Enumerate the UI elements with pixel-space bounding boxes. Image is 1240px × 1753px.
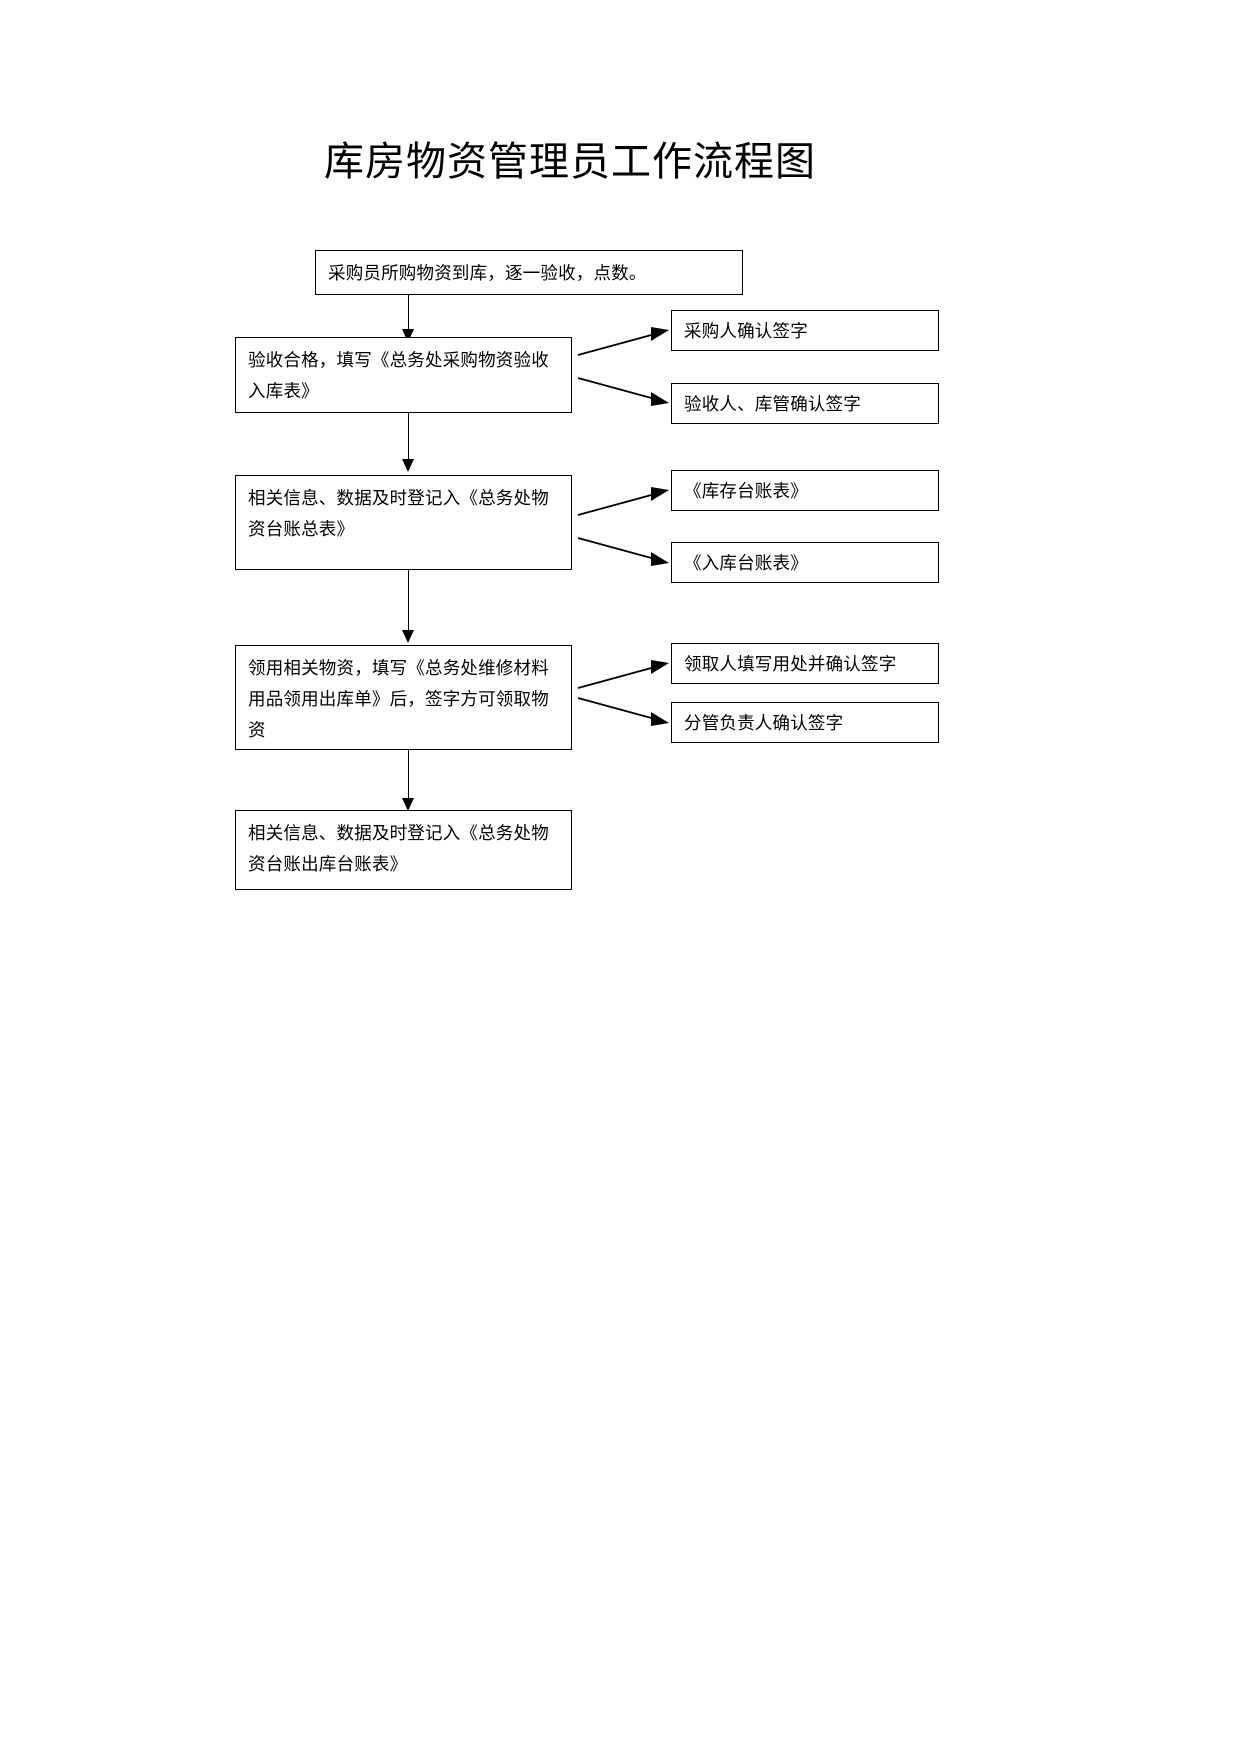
flow-step-4-label: 领用相关物资，填写《总务处维修材料用品领用出库单》后，签字方可领取物资	[248, 658, 549, 740]
page-title: 库房物资管理员工作流程图	[324, 139, 816, 184]
side-note-5-label: 领取人填写用处并确认签字	[684, 653, 897, 674]
flow-step-3-box: 相关信息、数据及时登记入《总务处物资台账总表》	[235, 475, 572, 570]
connector-step3-step4-arrowhead	[401, 630, 414, 643]
connector-step4-note6-arrow	[575, 690, 675, 750]
side-note-6-label: 分管负责人确认签字	[684, 712, 844, 733]
connector-step2-step3-line	[408, 413, 409, 459]
flow-step-2-label: 验收合格，填写《总务处采购物资验收入库表》	[248, 350, 549, 401]
side-note-1-box: 采购人确认签字	[671, 310, 939, 351]
connector-step4-step5-line	[408, 750, 409, 798]
connector-step4-note5-arrow	[575, 633, 675, 693]
side-note-6-box: 分管负责人确认签字	[671, 702, 939, 743]
connector-step2-note1-arrow	[575, 300, 675, 360]
flow-step-5-label: 相关信息、数据及时登记入《总务处物资台账出库台账表》	[248, 823, 549, 874]
flow-step-3-label: 相关信息、数据及时登记入《总务处物资台账总表》	[248, 488, 549, 539]
connector-step4-step5-arrowhead	[401, 798, 414, 811]
side-note-1-label: 采购人确认签字	[684, 320, 808, 341]
side-note-4-box: 《入库台账表》	[671, 542, 939, 583]
connector-step3-note3-arrow	[575, 460, 675, 520]
flow-step-1-label: 采购员所购物资到库，逐一验收，点数。	[328, 262, 647, 283]
side-note-5-box: 领取人填写用处并确认签字	[671, 643, 939, 684]
side-note-3-label: 《库存台账表》	[684, 480, 808, 501]
connector-step1-step2-line	[408, 295, 409, 329]
flow-step-1-box: 采购员所购物资到库，逐一验收，点数。	[315, 250, 743, 295]
flow-step-5-box: 相关信息、数据及时登记入《总务处物资台账出库台账表》	[235, 810, 572, 890]
connector-step3-step4-line	[408, 570, 409, 630]
side-note-3-box: 《库存台账表》	[671, 470, 939, 511]
flow-step-4-box: 领用相关物资，填写《总务处维修材料用品领用出库单》后，签字方可领取物资	[235, 645, 572, 750]
connector-step2-step3-arrowhead	[401, 459, 414, 472]
side-note-2-box: 验收人、库管确认签字	[671, 383, 939, 424]
flow-step-2-box: 验收合格，填写《总务处采购物资验收入库表》	[235, 337, 572, 413]
side-note-4-label: 《入库台账表》	[684, 552, 808, 573]
side-note-2-label: 验收人、库管确认签字	[684, 393, 861, 414]
connector-step2-note2-arrow	[575, 370, 675, 430]
connector-step3-note4-arrow	[575, 530, 675, 590]
